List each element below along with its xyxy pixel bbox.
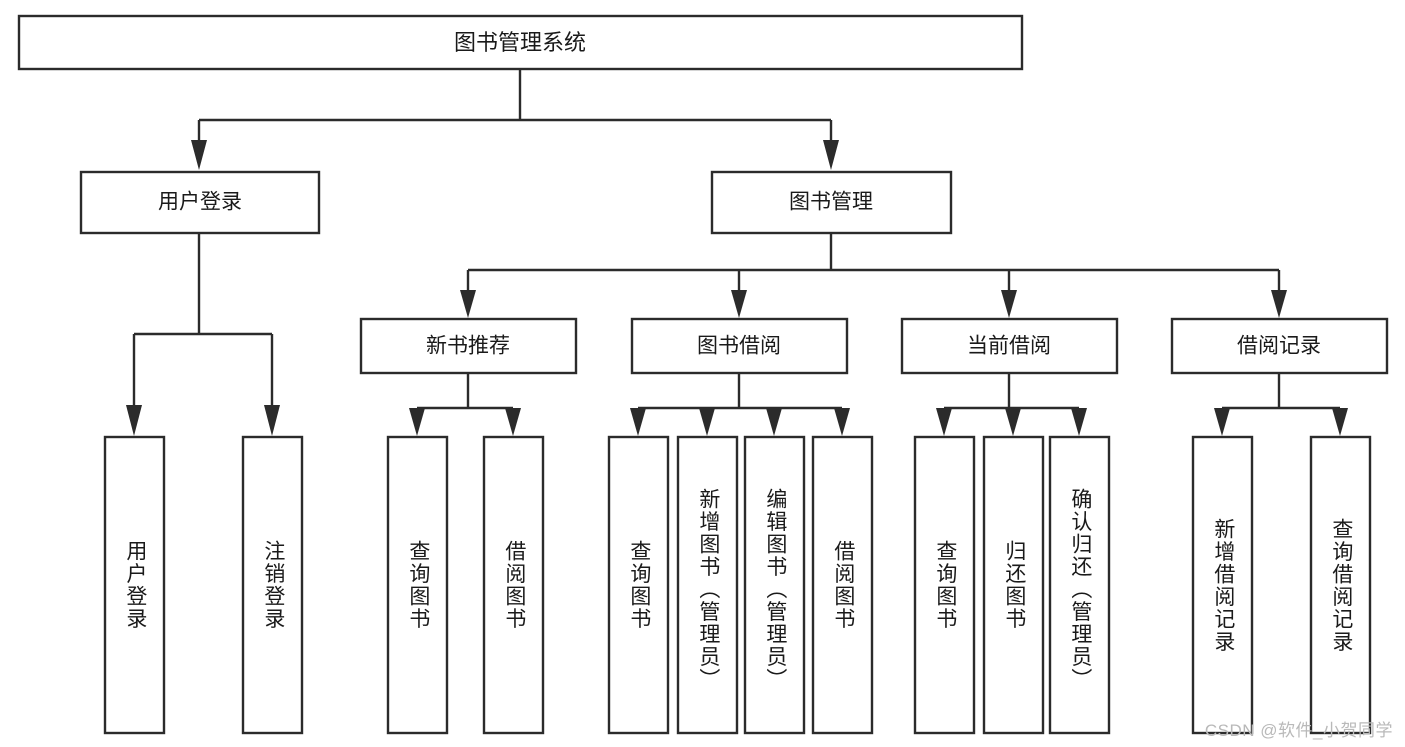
leaf-box-user-login-1[interactable] [103,435,166,735]
leaf-box-current-borrow-2[interactable] [982,435,1045,735]
leaf-box-new-book-2[interactable] [482,435,545,735]
arrow-head-leaf-new-book-1 [409,408,425,436]
leaf-box-book-borrow-3[interactable] [743,435,806,735]
node-borrow-record-label: 借阅记录 [1237,335,1321,358]
connector-group-user-login [126,233,280,436]
arrow-head-leaf-current-borrow-1 [936,408,952,436]
arrow-head-leaf-user-login-2 [264,405,280,436]
node-root[interactable]: 图书管理系统 [17,14,1024,71]
connector-group-borrow-record [1214,373,1348,436]
leaf-boxes-user-login [103,435,304,735]
node-current-borrow-box[interactable] [900,317,1119,375]
connector-group-current-borrow [936,373,1087,436]
leaf-box-book-borrow-4[interactable] [811,435,874,735]
leaf-box-borrow-record-1[interactable] [1191,435,1254,735]
connector-group-book-manage [460,233,1287,318]
csdn-watermark: CSDN @软件_小贺同学 [1204,721,1393,740]
arrow-head-leaf-user-login-1 [126,405,142,436]
node-borrow-record-box[interactable] [1170,317,1389,375]
node-root-label: 图书管理系统 [454,30,586,55]
node-book-manage-label: 图书管理 [789,191,873,214]
connector-group-new-book [409,373,521,436]
leaf-box-borrow-record-2[interactable] [1309,435,1372,735]
node-user-login-box[interactable] [79,170,321,235]
leaf-boxes-book-borrow [607,435,874,735]
leaf-boxes-current-borrow [913,435,1111,735]
node-borrow-record[interactable]: 借阅记录 [1170,317,1389,375]
connector-group-root [191,69,839,170]
arrow-head-leaf-book-borrow-3 [766,408,782,436]
node-user-login-label: 用户登录 [158,191,242,214]
arrow-head-leaf-borrow-record-1 [1214,408,1230,436]
node-new-book-recommend[interactable]: 新书推荐 [359,317,578,375]
arrow-head-leaf-current-borrow-2 [1005,408,1021,436]
node-book-manage[interactable]: 图书管理 [710,170,953,235]
arrow-head-leaf-new-book-2 [505,408,521,436]
leaf-box-book-borrow-1[interactable] [607,435,670,735]
arrow-head-leaf-book-borrow-1 [630,408,646,436]
connector-group-book-borrow [630,373,850,436]
arrow-head-new-book [460,290,476,318]
leaf-box-current-borrow-1[interactable] [913,435,976,735]
leaf-box-user-login-2[interactable] [241,435,304,735]
node-book-borrow-box[interactable] [630,317,849,375]
arrow-head-current-borrow [1001,290,1017,318]
node-new-book-recommend-label: 新书推荐 [426,335,510,358]
leaf-boxes-borrow-record [1191,435,1372,735]
arrow-head-leaf-borrow-record-2 [1332,408,1348,436]
arrow-head-book-manage [823,140,839,170]
node-new-book-recommend-box[interactable] [359,317,578,375]
node-current-borrow-label: 当前借阅 [967,335,1051,358]
node-root-box[interactable] [17,14,1024,71]
arrow-head-leaf-book-borrow-2 [699,408,715,436]
leaf-box-new-book-1[interactable] [386,435,449,735]
arrow-head-leaf-current-borrow-3 [1071,408,1087,436]
leaf-box-current-borrow-3[interactable] [1048,435,1111,735]
leaf-box-book-borrow-2[interactable] [676,435,739,735]
leaf-boxes-new-book-recommend [386,435,545,735]
arrow-head-borrow-record [1271,290,1287,318]
arrow-head-user-login [191,140,207,170]
arrow-head-leaf-book-borrow-4 [834,408,850,436]
node-book-manage-box[interactable] [710,170,953,235]
arrow-head-book-borrow [731,290,747,318]
node-book-borrow-label: 图书借阅 [697,335,781,358]
node-book-borrow[interactable]: 图书借阅 [630,317,849,375]
node-user-login[interactable]: 用户登录 [79,170,321,235]
node-current-borrow[interactable]: 当前借阅 [900,317,1119,375]
